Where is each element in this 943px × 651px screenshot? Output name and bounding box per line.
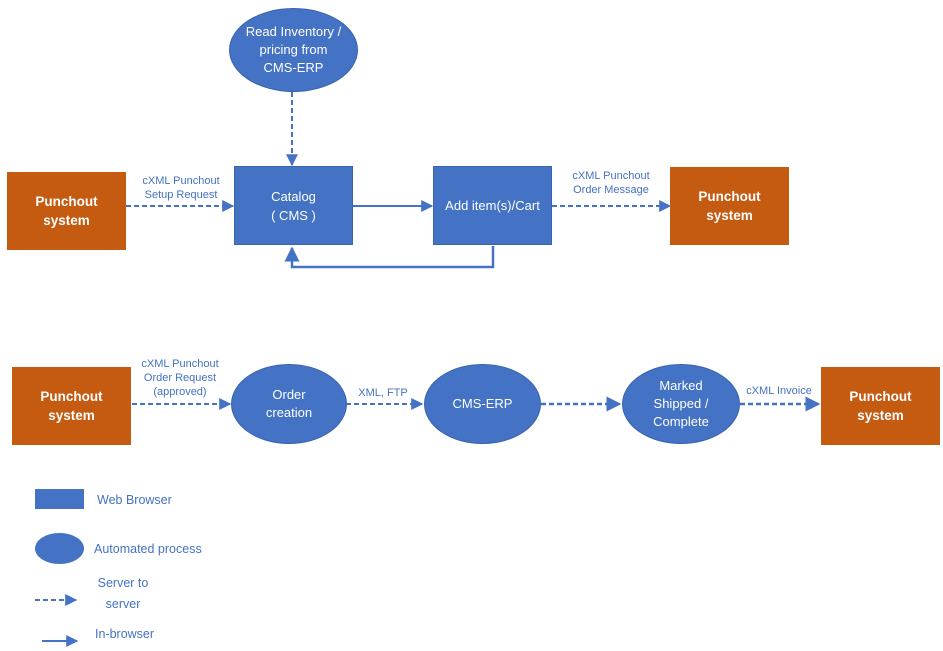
catalog-box: Catalog ( CMS ) — [234, 166, 353, 245]
order-creation-line-2: creation — [265, 405, 313, 420]
punchout-label-line-2: system — [48, 408, 95, 423]
punchout-system-bottom-right: Punchout system — [821, 367, 940, 445]
punchout-label-line-2: system — [857, 408, 904, 423]
legend-automated-process-label: Automated process — [94, 542, 202, 556]
order-request-line-3: (approved) — [153, 386, 207, 398]
punchout-label-line-1: Punchout — [35, 194, 98, 209]
order-message-line-2: Order Message — [573, 184, 649, 196]
read-inventory-line-2: pricing from — [259, 42, 328, 57]
marked-shipped-line-3: Complete — [653, 414, 709, 429]
catalog-line-2: ( CMS ) — [271, 207, 316, 223]
punchout-label-line-2: system — [706, 208, 753, 223]
order-request-line-1: cXML Punchout — [141, 358, 219, 370]
legend-rect-swatch — [35, 489, 84, 509]
setup-request-line-2: Setup Request — [144, 189, 218, 201]
add-items-cart-box: Add item(s)/Cart — [433, 166, 552, 245]
order-creation-ellipse: Order creation — [231, 364, 347, 444]
legend-server-to-server-label: Server to server — [88, 573, 158, 615]
order-request-line-2: Order Request — [143, 372, 217, 384]
catalog-line-1: Catalog — [271, 188, 316, 204]
marked-shipped-ellipse: Marked Shipped / Complete — [622, 364, 740, 444]
xml-ftp-text: XML, FTP — [358, 387, 408, 399]
punchout-system-bottom-left: Punchout system — [12, 367, 131, 445]
order-request-label: cXML Punchout Order Request (approved) — [127, 357, 233, 399]
punchout-label-line-1: Punchout — [40, 389, 103, 404]
invoice-text: cXML Invoice — [746, 385, 812, 397]
order-message-line-1: cXML Punchout — [572, 170, 650, 182]
cms-erp-ellipse: CMS-ERP — [424, 364, 541, 444]
punchout-label-line-2: system — [43, 213, 90, 228]
setup-request-label: cXML Punchout Setup Request — [128, 174, 234, 202]
marked-shipped-line-1: Marked — [659, 378, 703, 393]
read-inventory-line-3: CMS-ERP — [263, 60, 324, 75]
legend-in-browser-label: In-browser — [95, 627, 155, 641]
legend-server-line-2: server — [105, 597, 141, 611]
invoice-label: cXML Invoice — [739, 384, 819, 398]
punchout-label-line-1: Punchout — [849, 389, 912, 404]
marked-shipped-line-2: Shipped / — [653, 396, 709, 411]
xml-ftp-label: XML, FTP — [347, 386, 419, 400]
punchout-label-line-1: Punchout — [698, 189, 761, 204]
read-inventory-line-1: Read Inventory / — [245, 24, 342, 39]
cms-erp-label: CMS-ERP — [452, 396, 513, 411]
setup-request-line-1: cXML Punchout — [142, 175, 220, 187]
add-items-label: Add item(s)/Cart — [445, 198, 540, 213]
legend-ellipse-swatch — [35, 533, 84, 564]
legend-web-browser-label: Web Browser — [97, 493, 172, 507]
order-message-label: cXML Punchout Order Message — [556, 169, 666, 197]
arrow-cart-back-to-catalog — [284, 246, 495, 269]
read-inventory-ellipse: Read Inventory / pricing from CMS-ERP — [229, 8, 358, 92]
legend-server-line-1: Server to — [97, 576, 149, 590]
order-creation-line-1: Order — [272, 387, 306, 402]
punchout-system-top-left: Punchout system — [7, 172, 126, 250]
punchout-system-top-right: Punchout system — [670, 167, 789, 245]
